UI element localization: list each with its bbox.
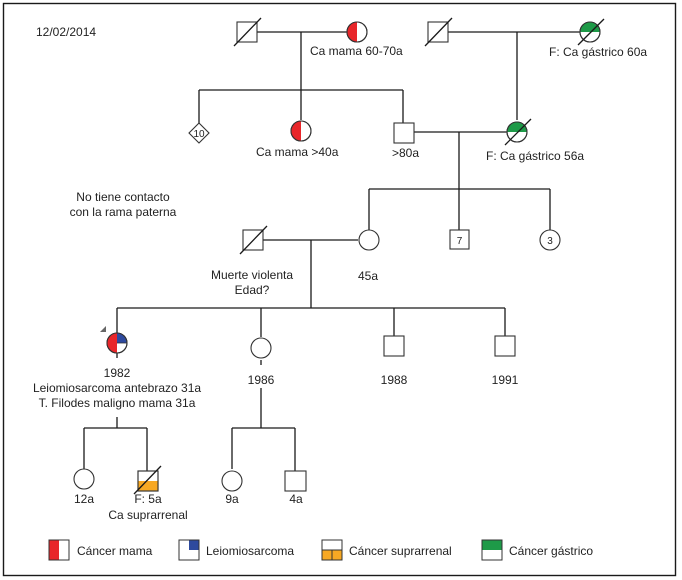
maternal-sisters-group[interactable]: 3 bbox=[539, 229, 561, 251]
deceased-slash bbox=[133, 465, 162, 495]
sibling-count: 10 bbox=[193, 129, 205, 140]
grandfather-maternal-line[interactable] bbox=[393, 122, 415, 144]
nephew[interactable] bbox=[284, 470, 307, 492]
brother1-label: 1988 bbox=[381, 373, 408, 387]
mother-label: 45a bbox=[358, 269, 378, 283]
grandfather-label: >80a bbox=[392, 146, 419, 160]
deceased-slash bbox=[233, 17, 262, 47]
brother2-label: 1991 bbox=[492, 373, 519, 387]
nephew-label: 4a bbox=[289, 492, 303, 506]
note-line1: No tiene contacto bbox=[76, 190, 170, 204]
date-label: 12/02/2014 bbox=[36, 25, 96, 39]
deceased-slash bbox=[424, 17, 453, 47]
paternal-aunt[interactable] bbox=[290, 120, 312, 142]
proband-label2: Leiomiosarcoma antebrazo 31a bbox=[33, 381, 201, 395]
father-label2: Edad? bbox=[235, 283, 270, 297]
legend-item-breast: Cáncer mama bbox=[48, 539, 153, 561]
legend-item-gastric: Cáncer gástrico bbox=[481, 539, 593, 561]
relationship-lines bbox=[83, 31, 580, 471]
legend-label: Cáncer gástrico bbox=[509, 544, 593, 558]
gastric-cancer-fill bbox=[507, 122, 527, 132]
daughter[interactable] bbox=[73, 468, 95, 490]
breast-cancer-fill bbox=[291, 121, 301, 141]
daughter-label: 12a bbox=[74, 492, 94, 506]
son-label2: Ca suprarrenal bbox=[108, 508, 187, 522]
proband-label3: T. Filodes maligno mama 31a bbox=[39, 396, 196, 410]
maternal-grandmother-label: F: Ca gástrico 60a bbox=[549, 45, 647, 59]
son-label1: F: 5a bbox=[134, 492, 162, 506]
sisters-count: 3 bbox=[547, 236, 553, 247]
legend-label: Cáncer suprarrenal bbox=[349, 544, 452, 558]
legend: Cáncer mama Leiomiosarcoma Cáncer suprar… bbox=[48, 539, 593, 561]
breast-cancer-fill bbox=[107, 333, 117, 353]
paternal-grandfather[interactable] bbox=[233, 17, 262, 47]
legend-label: Leiomiosarcoma bbox=[206, 544, 294, 558]
brother-1988[interactable] bbox=[383, 335, 405, 357]
paternal-grandmother[interactable] bbox=[346, 21, 368, 43]
grandmother-maternal-line[interactable] bbox=[504, 118, 532, 146]
paternal-siblings-group[interactable]: 10 bbox=[188, 122, 210, 144]
father-label1: Muerte violenta bbox=[211, 268, 293, 282]
adrenal-cancer-fill bbox=[138, 481, 158, 491]
gastric-cancer-fill bbox=[580, 22, 600, 32]
sister[interactable] bbox=[250, 337, 272, 359]
proband-arrow-icon bbox=[100, 326, 106, 332]
deceased-slash bbox=[239, 225, 268, 255]
grandmother-label: F: Ca gástrico 56a bbox=[486, 149, 584, 163]
legend-label: Cáncer mama bbox=[77, 544, 153, 558]
deceased-slash bbox=[577, 18, 605, 46]
maternal-grandfather[interactable] bbox=[424, 17, 453, 47]
note-line2: con la rama paterna bbox=[70, 205, 177, 219]
proband-label1: 1982 bbox=[104, 366, 131, 380]
niece[interactable] bbox=[221, 470, 243, 492]
brothers-count: 7 bbox=[457, 236, 463, 247]
breast-cancer-fill bbox=[347, 22, 357, 42]
paternal-aunt-label: Ca mama >40a bbox=[256, 145, 339, 159]
niece-label: 9a bbox=[225, 492, 239, 506]
maternal-brothers-group[interactable]: 7 bbox=[449, 229, 470, 250]
legend-item-adrenal: Cáncer suprarrenal bbox=[321, 539, 452, 561]
maternal-grandmother[interactable] bbox=[577, 18, 605, 46]
leiomyosarcoma-fill bbox=[117, 333, 127, 343]
deceased-slash bbox=[504, 118, 532, 146]
paternal-grandmother-label: Ca mama 60-70a bbox=[310, 44, 403, 58]
proband[interactable] bbox=[100, 326, 128, 354]
brother-1991[interactable] bbox=[494, 335, 516, 357]
sister-label: 1986 bbox=[248, 373, 275, 387]
legend-item-leiomyosarcoma: Leiomiosarcoma bbox=[178, 539, 294, 561]
son[interactable] bbox=[133, 465, 162, 495]
mother[interactable] bbox=[358, 229, 380, 251]
father[interactable] bbox=[239, 225, 268, 255]
